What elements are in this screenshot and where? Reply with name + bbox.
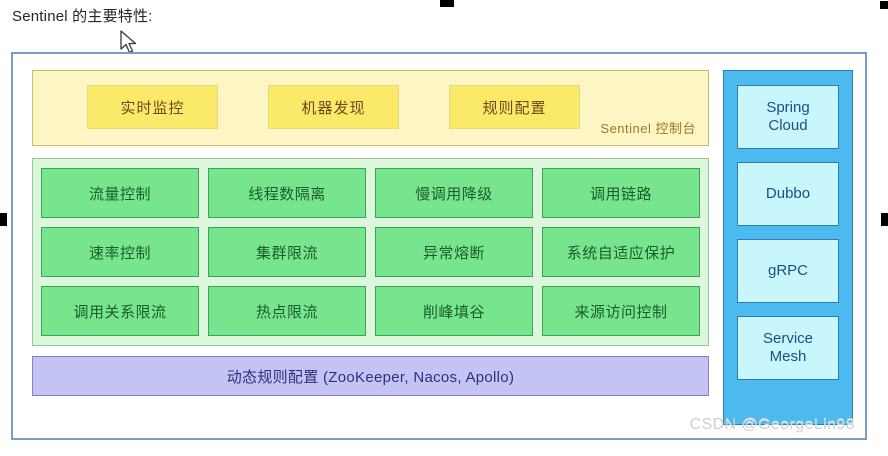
core-chip-label: 异常熔断 (422, 244, 485, 262)
console-chip-group: 实时监控 机器发现 规则配置 (87, 85, 580, 129)
adapter-column: Spring Cloud Dubbo gRPC Service Mesh (723, 70, 853, 425)
architecture-diagram: 实时监控 机器发现 规则配置 Sentinel 控制台 流量控制 线程数隔离 (11, 52, 867, 440)
core-chip-grid: 流量控制 线程数隔离 慢调用降级 调用链路 速率控制 集群限流 (33, 168, 708, 336)
core-chip-label: 线程数隔离 (248, 185, 326, 203)
sentinel-console-band: 实时监控 机器发现 规则配置 Sentinel 控制台 (32, 70, 709, 146)
core-chip-label: 调用链路 (589, 185, 652, 203)
console-chip-rule-config[interactable]: 规则配置 (449, 85, 580, 129)
core-chip-exception-circuit-break[interactable]: 异常熔断 (375, 227, 533, 277)
adapter-chip-label: Service Mesh (762, 330, 814, 365)
core-chip-label: 系统自适应保护 (566, 244, 676, 262)
adapter-chip-spring-cloud[interactable]: Spring Cloud (737, 85, 839, 149)
core-chip-label: 速率控制 (88, 244, 151, 262)
console-chip-label: 规则配置 (482, 99, 547, 117)
core-chip-system-adaptive-protection[interactable]: 系统自适应保护 (542, 227, 700, 277)
core-chip-flow-control[interactable]: 流量控制 (41, 168, 199, 218)
core-chip-origin-access-control[interactable]: 来源访问控制 (542, 286, 700, 336)
sentinel-core-band: 流量控制 线程数隔离 慢调用降级 调用链路 速率控制 集群限流 (32, 158, 709, 346)
core-chip-slow-call-degrade[interactable]: 慢调用降级 (375, 168, 533, 218)
core-chip-label: 慢调用降级 (415, 185, 493, 203)
datasource-band-label: 动态规则配置 (ZooKeeper, Nacos, Apollo) (226, 368, 515, 386)
core-chip-call-chain[interactable]: 调用链路 (542, 168, 700, 218)
core-chip-label: 调用关系限流 (73, 303, 167, 321)
console-chip-realtime-monitor[interactable]: 实时监控 (87, 85, 218, 129)
core-chip-rate-control[interactable]: 速率控制 (41, 227, 199, 277)
core-chip-label: 集群限流 (255, 244, 318, 262)
crop-marker-top-right (880, 1, 888, 9)
core-chip-thread-isolation[interactable]: 线程数隔离 (208, 168, 366, 218)
core-chip-relation-flow-limit[interactable]: 调用关系限流 (41, 286, 199, 336)
core-chip-label: 热点限流 (255, 303, 318, 321)
core-chip-peak-shaving[interactable]: 削峰填谷 (375, 286, 533, 336)
adapter-chip-service-mesh[interactable]: Service Mesh (737, 316, 839, 380)
console-chip-machine-discovery[interactable]: 机器发现 (268, 85, 399, 129)
left-stack: 实时监控 机器发现 规则配置 Sentinel 控制台 流量控制 线程数隔离 (32, 70, 709, 396)
core-chip-label: 削峰填谷 (422, 303, 485, 321)
watermark: CSDN @GeorgeLin98 (689, 416, 855, 433)
crop-marker-top-middle (440, 0, 454, 7)
adapter-chip-grpc[interactable]: gRPC (737, 239, 839, 303)
core-chip-label: 来源访问控制 (574, 303, 668, 321)
adapter-chip-label: Spring Cloud (766, 99, 810, 134)
adapter-chip-dubbo[interactable]: Dubbo (737, 162, 839, 226)
crop-marker-right (881, 213, 888, 226)
adapter-chip-label: gRPC (767, 262, 808, 279)
core-chip-hotspot-flow-limit[interactable]: 热点限流 (208, 286, 366, 336)
page-title: Sentinel 的主要特性: (12, 8, 153, 25)
core-chip-label: 流量控制 (88, 185, 151, 203)
console-band-label: Sentinel 控制台 (600, 121, 696, 136)
adapter-chip-label: Dubbo (765, 185, 811, 202)
console-chip-label: 机器发现 (301, 99, 366, 117)
dynamic-rule-datasource-band[interactable]: 动态规则配置 (ZooKeeper, Nacos, Apollo) (32, 356, 709, 396)
console-chip-label: 实时监控 (120, 99, 185, 117)
crop-marker-left (0, 213, 7, 226)
core-chip-cluster-flow-limit[interactable]: 集群限流 (208, 227, 366, 277)
